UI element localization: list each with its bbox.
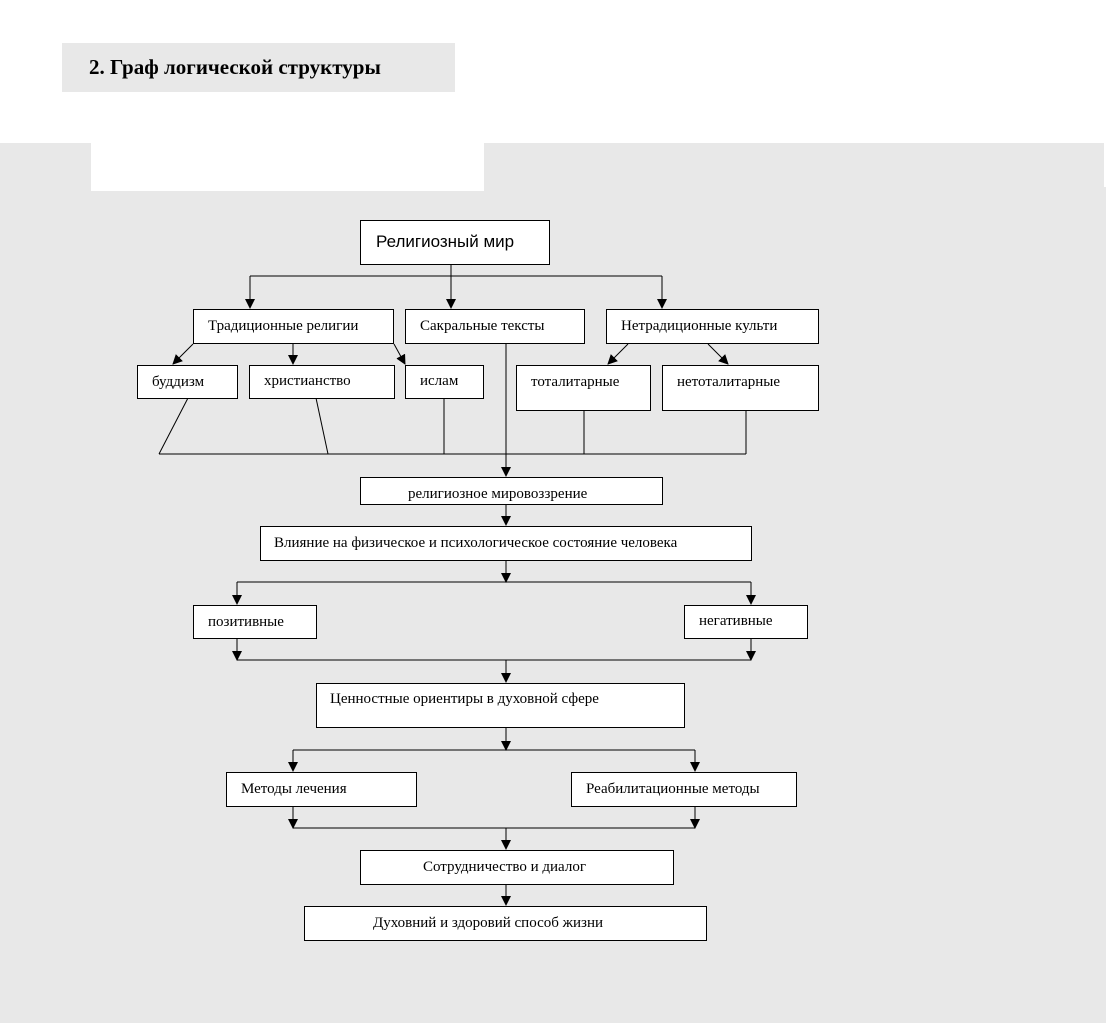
- node-label: религиозное мировоззрение: [408, 486, 588, 502]
- node-label: Духовний и здоровий способ жизни: [373, 915, 603, 931]
- node-label: Влияние на физическое и психологическое …: [274, 535, 678, 551]
- node-label: христианство: [264, 373, 351, 389]
- node-label: позитивные: [208, 614, 284, 630]
- node-religious-world: Религиозный мир: [360, 220, 550, 265]
- node-influence: Влияние на физическое и психологическое …: [260, 526, 752, 561]
- node-label: нетоталитарные: [677, 374, 781, 390]
- node-value-orientations: Ценностные ориентиры в духовной сфере: [316, 683, 685, 728]
- node-label: негативные: [699, 613, 773, 629]
- node-sacred-texts: Сакральные тексты: [405, 309, 585, 344]
- arrow-to-nontotalitarian: [707, 343, 729, 365]
- node-cooperation-dialogue: Сотрудничество и диалог: [360, 850, 674, 885]
- node-label: Реабилитационные методы: [586, 781, 760, 797]
- node-buddhism: буддизм: [137, 365, 238, 399]
- node-nontraditional-cults: Нетрадиционные культи: [606, 309, 819, 344]
- node-nontotalitarian: нетоталитарные: [662, 365, 819, 411]
- arrow-to-buddhism: [172, 343, 194, 365]
- node-label: ислам: [420, 373, 459, 389]
- canvas-notch: [91, 143, 484, 191]
- line-christianity-down: [315, 397, 329, 455]
- node-label: Нетрадиционные культи: [621, 318, 778, 334]
- node-healthy-lifestyle: Духовний и здоровий способ жизни: [304, 906, 707, 941]
- node-rehabilitation-methods: Реабилитационные методы: [571, 772, 797, 807]
- node-positive: позитивные: [193, 605, 317, 639]
- node-label: Ценностные ориентиры в духовной сфере: [330, 691, 599, 707]
- node-islam: ислам: [405, 365, 484, 399]
- node-label: Традиционные религии: [208, 318, 359, 334]
- line-buddhism-down: [158, 397, 189, 455]
- node-totalitarian: тоталитарные: [516, 365, 651, 411]
- section-title: 2. Граф логической структуры: [89, 55, 381, 79]
- canvas-edge-gap: [1104, 143, 1106, 187]
- section-title-band: 2. Граф логической структуры: [62, 43, 455, 92]
- node-treatment-methods: Методы лечения: [226, 772, 417, 807]
- node-label: Сакральные тексты: [420, 318, 545, 334]
- arrow-to-totalitarian: [607, 343, 629, 365]
- node-negative: негативные: [684, 605, 808, 639]
- node-religious-worldview: религиозное мировоззрение: [360, 477, 663, 505]
- arrow-to-islam: [393, 343, 406, 365]
- node-label: Сотрудничество и диалог: [423, 859, 586, 875]
- node-label: Религиозный мир: [376, 232, 515, 251]
- node-label: буддизм: [152, 374, 205, 390]
- node-traditional-religions: Традиционные религии: [193, 309, 394, 344]
- node-label: тоталитарные: [531, 374, 620, 390]
- node-christianity: христианство: [249, 365, 395, 399]
- node-label: Методы лечения: [241, 781, 347, 797]
